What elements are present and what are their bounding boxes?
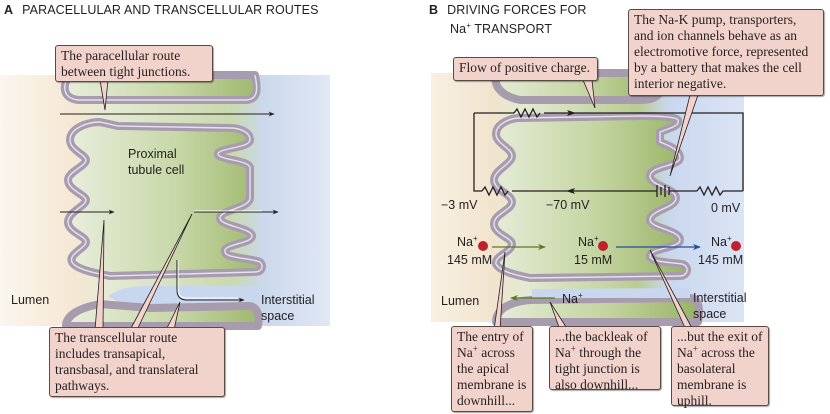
panel-b-title-transport: TRANSPORT [470,22,553,37]
panel-b-title-charge: + [466,21,471,30]
panel-a-title: A PARACELLULAR AND TRANSCELLULAR ROUTES [4,3,319,18]
basolateral-resistor [696,185,743,197]
callout-entry-text-rest: across the apical membrane is downhill..… [457,345,527,408]
paracellular-resistor [513,107,541,119]
apical-resistor [481,185,509,197]
paracellular-callout-pointer [99,79,109,111]
interstitial-label-a-line1: Interstitial [261,293,315,307]
na-ion-lumen [478,241,488,251]
callout-transcellular: The transcellular route includes transap… [49,327,225,397]
callout-flow-positive-charge: Flow of positive charge. [453,57,598,81]
translateral-pointer [165,301,181,331]
interstitial-label-b-line1: Interstitial [693,291,747,305]
bottom-cell-b [492,294,703,326]
panel-a-letter: A [4,3,14,17]
callout-backleak-charge: + [570,343,576,354]
flow-arrow-top [567,110,576,116]
flow-callout-pointer [582,79,596,109]
lumen-label-b: Lumen [441,294,479,308]
callout-backleak-text: ...the backleak of Na [555,329,648,360]
na-label-lumen: Na+ [457,234,478,249]
circuit-top-wire-right [544,112,744,191]
na-label-backleak: Na+ [562,291,583,306]
voltage-cell: −70 mV [546,198,590,212]
conc-cell: 15 mM [574,253,612,267]
bottom-cell [62,300,263,330]
callout-battery: The Na-K pump, transporters, and ion cha… [628,9,824,96]
panel-b-title-line1: DRIVING FORCES FOR [447,3,587,17]
translateral-arrow-highlight [177,260,238,299]
interstitial-label-a-line2: space [261,309,294,323]
transbasal-pointer [129,213,193,331]
flow-arrow-bottom [566,188,575,194]
na-label-interstitial: Na+ [711,234,732,249]
callout-entry-text: The entry of Na [457,329,524,360]
conc-interstitial: 145 mM [698,253,743,267]
electrical-circuit [473,107,744,197]
transapical-pointer [94,219,105,331]
panel-b-title-line2: Na+ TRANSPORT [450,21,553,37]
panel-b-letter: B [429,3,439,17]
panel-b-diagram: −3 mV −70 mV 0 mV Na+ 145 mM Na+ 15 mM N… [431,69,747,331]
callout-exit-text-rest: across the basolateral membrane is uphil… [677,345,755,408]
entry-callout-pointer [493,251,506,331]
translateral-arrow [176,260,245,303]
lumen-label-a: Lumen [11,293,49,307]
panel-a-diagram: Proximal tubule cell Lumen Interstitial … [0,71,330,331]
callout-paracellular: The paracellular route between tight jun… [55,45,213,82]
callout-entry-charge: + [472,343,478,354]
na-label-cell: Na+ [578,234,599,249]
lateral-space-b [532,288,690,298]
voltage-interstitial: 0 mV [711,201,741,215]
interstitial-label-b-line2: space [693,307,726,321]
proximal-tubule-cell [64,118,267,280]
battery [656,185,670,197]
callout-exit-charge: + [692,343,698,354]
cell-label-line2: tubule cell [128,163,184,177]
battery-callout-pointer [669,94,699,177]
na-ion-interstitial [731,241,741,251]
circuit-left-wire [473,113,482,192]
conc-lumen: 145 mM [447,253,492,267]
panel-a-title-text: PARACELLULAR AND TRANSCELLULAR ROUTES [22,3,319,17]
cell-label-line1: Proximal [128,147,177,161]
na-ion-cell [598,241,608,251]
callout-exit-text: ...but the exit of Na [677,329,763,360]
callout-backleak: ...the backleak of Na+ through the tight… [549,326,661,392]
voltage-lumen: −3 mV [441,198,478,212]
panel-b-title-na: Na [450,22,467,37]
exit-callout-pointer [649,249,694,331]
callout-basolateral-exit: ...but the exit of Na+ across the basola… [671,326,769,408]
panel-b-title: B DRIVING FORCES FOR Na+ TRANSPORT [429,3,586,37]
callout-apical-entry: The entry of Na+ across the apical membr… [451,326,533,412]
callout-backleak-text-rest: through the tight junction is also downh… [555,345,642,392]
backleak-callout-pointer [549,301,569,331]
